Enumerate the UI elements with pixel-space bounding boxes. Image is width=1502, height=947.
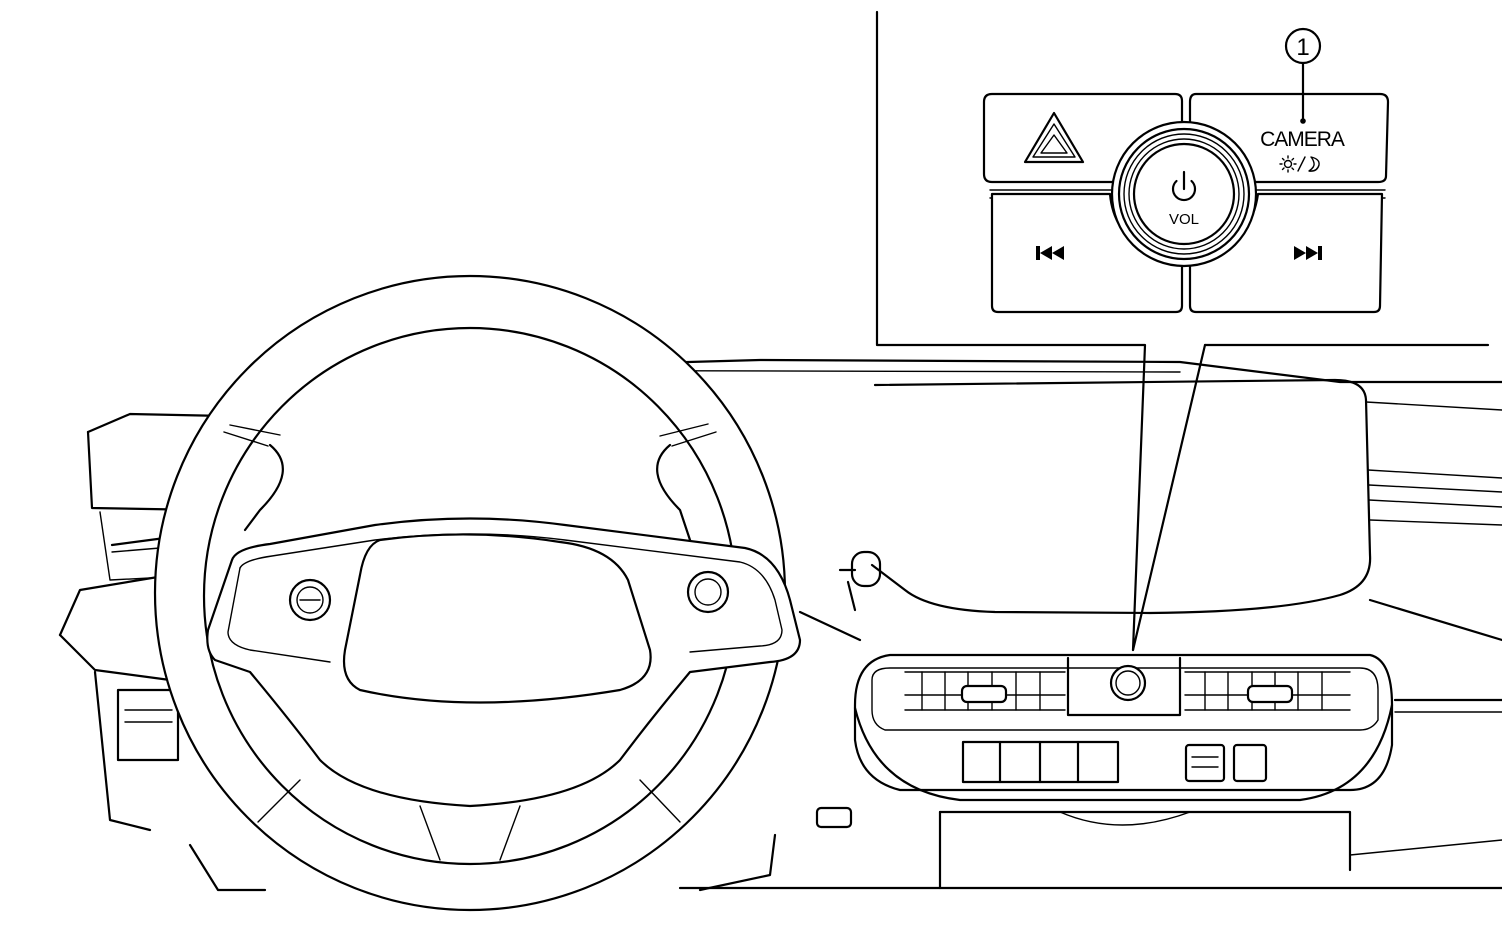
small-dash-button <box>815 806 853 829</box>
callout-leader-lines <box>875 10 1490 652</box>
center-vent-panel <box>853 653 1394 792</box>
dashboard <box>58 358 1502 892</box>
power-icon <box>1171 170 1197 202</box>
vol-label: VOL <box>1169 211 1199 228</box>
center-display <box>870 378 1372 615</box>
power-volume-knob[interactable]: VOL <box>1110 120 1258 268</box>
callout-marker: 1 <box>1284 27 1322 124</box>
airbag-pad <box>342 533 652 704</box>
skip-back-icon <box>1036 246 1064 260</box>
sun-moon-icon <box>1279 155 1320 173</box>
skip-forward-icon <box>1294 246 1322 260</box>
detail-inset: CAMERA <box>982 27 1390 314</box>
lower-switch-right <box>1232 743 1268 783</box>
right-vent-knob <box>1246 684 1294 704</box>
callout-number: 1 <box>1296 34 1309 61</box>
camera-label: CAMERA <box>1260 128 1345 151</box>
steering-right-button <box>686 570 730 614</box>
left-vent-knob <box>960 684 1008 704</box>
steering-wheel <box>153 274 802 912</box>
lower-switch-left <box>1184 743 1226 783</box>
hazard-triangle-icon <box>1023 111 1085 164</box>
